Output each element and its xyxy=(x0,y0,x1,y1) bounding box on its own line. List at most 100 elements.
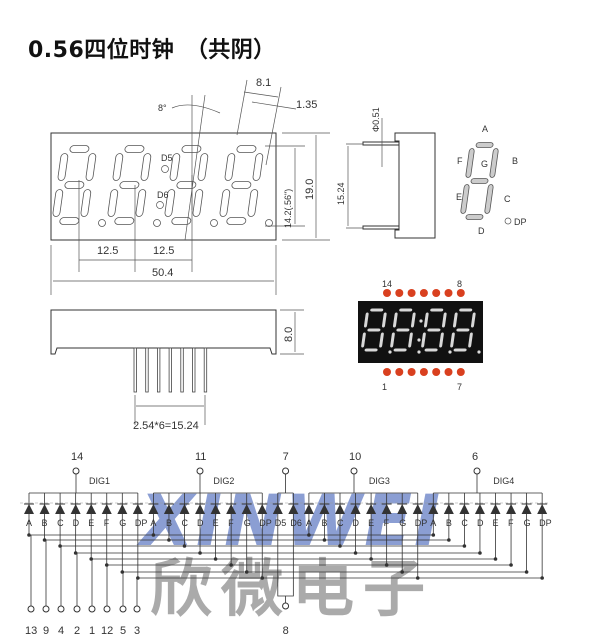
segment-g xyxy=(64,181,85,189)
watermark: XINWEI 欣微电子 xyxy=(136,480,440,625)
segment-pin-number: 5 xyxy=(120,625,126,637)
labeled-digit xyxy=(460,142,499,220)
common-pin-6 xyxy=(473,467,481,475)
colon-anode-number: 7 xyxy=(283,451,289,463)
colon-dot-d6 xyxy=(156,201,164,209)
segment-pin-2 xyxy=(73,605,81,613)
pin-dot-bottom xyxy=(395,368,404,376)
segment-d xyxy=(453,348,467,352)
seg-label-d: D xyxy=(478,226,485,236)
diode-symbol xyxy=(474,504,485,514)
segment-f xyxy=(465,148,475,178)
segment-e xyxy=(450,332,455,348)
seg-label-g: G xyxy=(481,159,488,169)
segment-a xyxy=(430,308,444,312)
pin-dot-top xyxy=(432,289,441,297)
segment-c xyxy=(408,332,413,348)
pin-layout-view: 14 8 1 7 xyxy=(358,279,483,392)
diode-symbol xyxy=(335,504,345,514)
segment-b xyxy=(85,153,97,181)
diode-symbol xyxy=(397,504,408,514)
display-digit-1 xyxy=(361,308,387,352)
diode-symbol xyxy=(288,504,299,514)
diode: C xyxy=(459,493,470,528)
segment-g xyxy=(176,181,197,189)
diode-symbol xyxy=(428,504,439,514)
segment-pin-12 xyxy=(103,605,111,613)
diode-symbol xyxy=(55,504,66,514)
diode-symbol xyxy=(319,504,330,514)
bottom-pin xyxy=(168,347,173,393)
segment-c xyxy=(247,189,259,217)
dim-pitch-2: 12.5 xyxy=(153,245,174,257)
diode-symbol xyxy=(86,504,97,514)
diode: G xyxy=(241,493,252,528)
decimal-point-3 xyxy=(210,219,218,227)
front-body xyxy=(50,132,277,241)
dim-depth: 8.0 xyxy=(283,327,295,342)
diode: DP xyxy=(412,493,427,528)
diode-symbol xyxy=(24,504,34,514)
page-title: 0.56四位时钟 （共阴） xyxy=(28,38,276,63)
segment-c xyxy=(484,184,494,214)
watermark-chinese: 欣微电子 xyxy=(150,552,425,625)
side-pin-top xyxy=(362,141,400,146)
diode-symbol xyxy=(210,504,221,514)
segment-f xyxy=(112,153,124,181)
front-digit-4 xyxy=(219,145,264,225)
segment-g xyxy=(470,178,489,184)
segment-b xyxy=(252,153,264,181)
dim-angle: 8° xyxy=(158,103,167,113)
seg-label-e: E xyxy=(456,192,462,202)
segment-pin-4 xyxy=(57,605,65,613)
diode-label: D xyxy=(477,518,484,528)
colon-cathode-bus xyxy=(277,516,294,603)
junction xyxy=(447,538,451,542)
junction xyxy=(73,551,78,555)
digit-label: DIG3 xyxy=(369,476,390,486)
digit-label: DIG4 xyxy=(493,476,514,486)
display-dp-3 xyxy=(448,350,452,354)
bottom-pin xyxy=(156,347,161,393)
diode-label: G xyxy=(244,518,251,528)
dim-height: 19.0 xyxy=(304,179,316,200)
segment-pin-number: 2 xyxy=(74,625,80,637)
segment-b xyxy=(471,312,476,328)
display-digit-4 xyxy=(450,308,476,352)
dim-width: 50.4 xyxy=(152,267,173,279)
dim-pin-pitch: 2.54*6=15.24 xyxy=(133,420,199,432)
segment-c xyxy=(379,332,384,348)
segment-f xyxy=(393,312,398,328)
display-digits xyxy=(361,308,481,354)
diode: D6 xyxy=(288,493,302,528)
diode: G xyxy=(521,493,532,528)
diode-symbol xyxy=(257,504,268,514)
dim-pin-diameter: Φ0.51 xyxy=(371,107,381,132)
common-pin-11 xyxy=(196,467,204,475)
segment-pin-number: 3 xyxy=(134,625,140,637)
diode: D xyxy=(474,493,485,528)
pin-dot-top xyxy=(456,289,465,297)
display-digit-3 xyxy=(421,308,447,352)
common-pin-14 xyxy=(72,467,80,475)
digit-label: DIG1 xyxy=(89,476,110,486)
diode-label: D6 xyxy=(290,518,302,528)
circuit-schematic: 14DIG1ABCDEFGDP11DIG2ABCDEFGDP10DIG3ABCD… xyxy=(20,451,552,637)
digit-label: DIG2 xyxy=(213,476,234,486)
diode: D xyxy=(70,493,81,528)
bottom-body xyxy=(50,309,277,355)
segment-c xyxy=(80,189,92,217)
diode-label: D xyxy=(73,518,80,528)
pin-dot-bottom xyxy=(383,368,391,376)
diode-symbol xyxy=(537,504,548,514)
diode-symbol xyxy=(195,504,206,514)
diode-label: C xyxy=(337,518,344,528)
diode-symbol xyxy=(272,504,283,514)
diode-symbol xyxy=(459,504,470,514)
diode-symbol xyxy=(132,504,143,514)
junction xyxy=(42,538,47,542)
seg-dp-dot xyxy=(504,217,512,225)
diode-symbol xyxy=(443,504,454,514)
pin-dot-bottom xyxy=(419,368,428,376)
pin-dot-top xyxy=(419,289,428,297)
